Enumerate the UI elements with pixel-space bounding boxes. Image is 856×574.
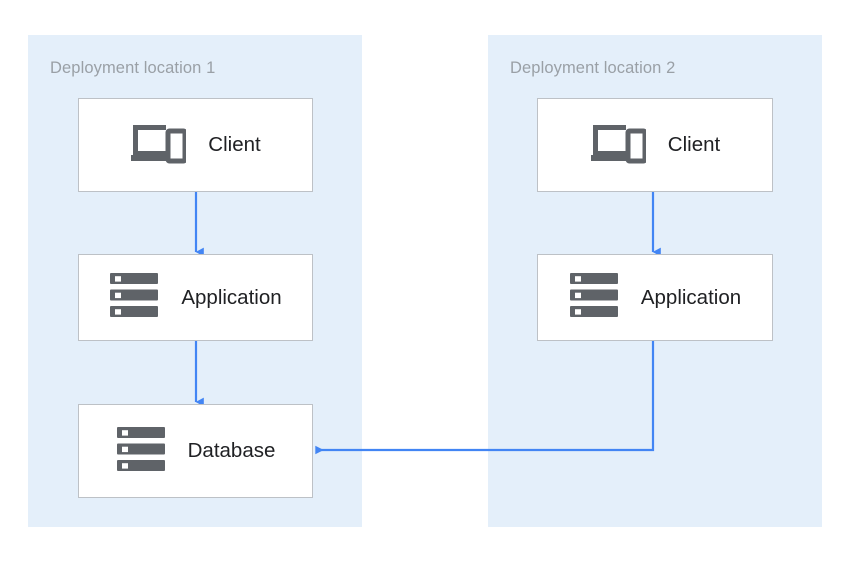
deployment-zone-2-title: Deployment location 2 [510, 59, 676, 77]
node-client-2-label: Client [667, 133, 721, 156]
node-application-1-label: Application [181, 285, 282, 309]
node-application-2-label: Application [640, 285, 742, 309]
node-client-1[interactable]: Client [78, 98, 313, 192]
devices-icon [590, 121, 648, 170]
server-icon [116, 425, 166, 478]
node-application-1[interactable]: Application [78, 254, 313, 341]
node-database-1-label: Database [187, 439, 276, 462]
node-client-2[interactable]: Client [537, 98, 773, 192]
node-database-1[interactable]: Database [78, 404, 313, 498]
devices-icon [130, 121, 188, 170]
node-client-1-label: Client [208, 133, 261, 156]
server-icon [569, 271, 619, 324]
server-icon [109, 271, 159, 324]
node-application-2[interactable]: Application [537, 254, 773, 341]
deployment-zone-1-title: Deployment location 1 [50, 59, 216, 77]
